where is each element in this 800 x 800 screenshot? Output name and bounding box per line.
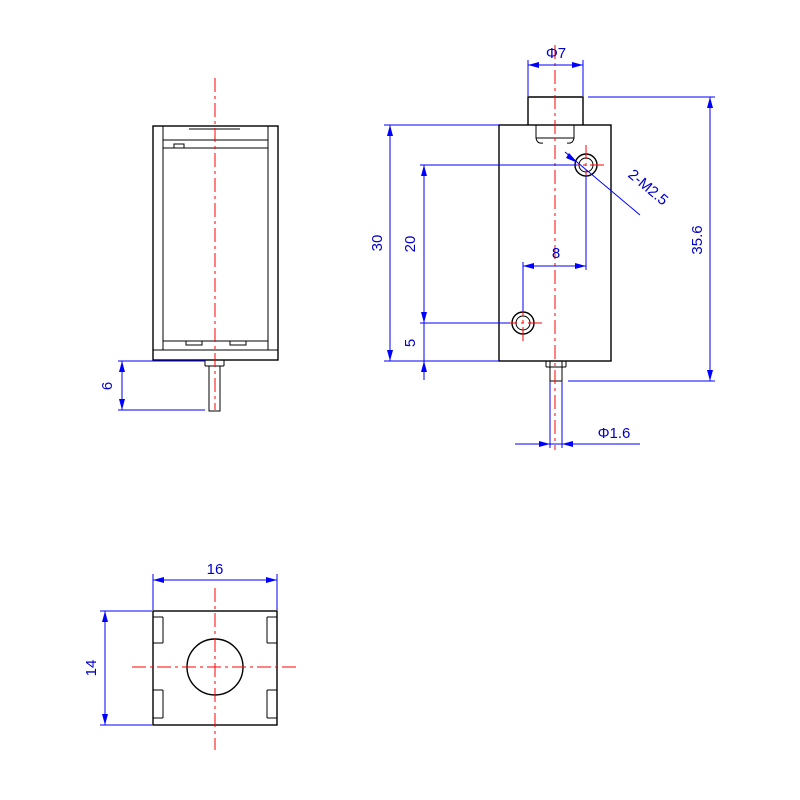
dim-plunger-diameter: Φ7: [527, 45, 584, 96]
dim-text-end-height: 14: [83, 660, 100, 677]
end-view: [132, 588, 298, 750]
side-view: [152, 78, 279, 412]
dim-text-hole-lateral-offset: 8: [552, 245, 560, 262]
dim-text-lower-hole-offset: 5: [402, 339, 419, 347]
dim-pin-diameter: Φ1.6: [515, 381, 640, 448]
dim-text-plunger-diameter: Φ7: [546, 45, 566, 62]
dim-pin-length: 6: [99, 360, 205, 411]
dim-lower-hole-offset: 5: [402, 323, 427, 380]
dim-end-height: 14: [83, 610, 152, 726]
dim-text-pin-diameter: Φ1.6: [598, 425, 631, 442]
dim-text-end-width: 16: [207, 561, 224, 578]
dim-overall-height: 35.6: [568, 96, 715, 382]
front-view-pin: [549, 360, 563, 382]
dim-text-thread: 2-M2.5: [625, 166, 672, 209]
dim-thread-callout: 2-M2.5: [564, 151, 672, 216]
dim-text-overall-height: 35.6: [689, 225, 706, 254]
dim-hole-lateral-offset: 8: [522, 176, 587, 311]
dim-body-height: 30: [369, 124, 499, 362]
dim-text-hole-spacing: 20: [402, 236, 419, 253]
dim-end-width: 16: [152, 561, 278, 610]
dim-hole-spacing: 20: [402, 164, 577, 324]
dim-text-body-height: 30: [369, 235, 386, 252]
dim-text-pin-length: 6: [99, 382, 116, 390]
